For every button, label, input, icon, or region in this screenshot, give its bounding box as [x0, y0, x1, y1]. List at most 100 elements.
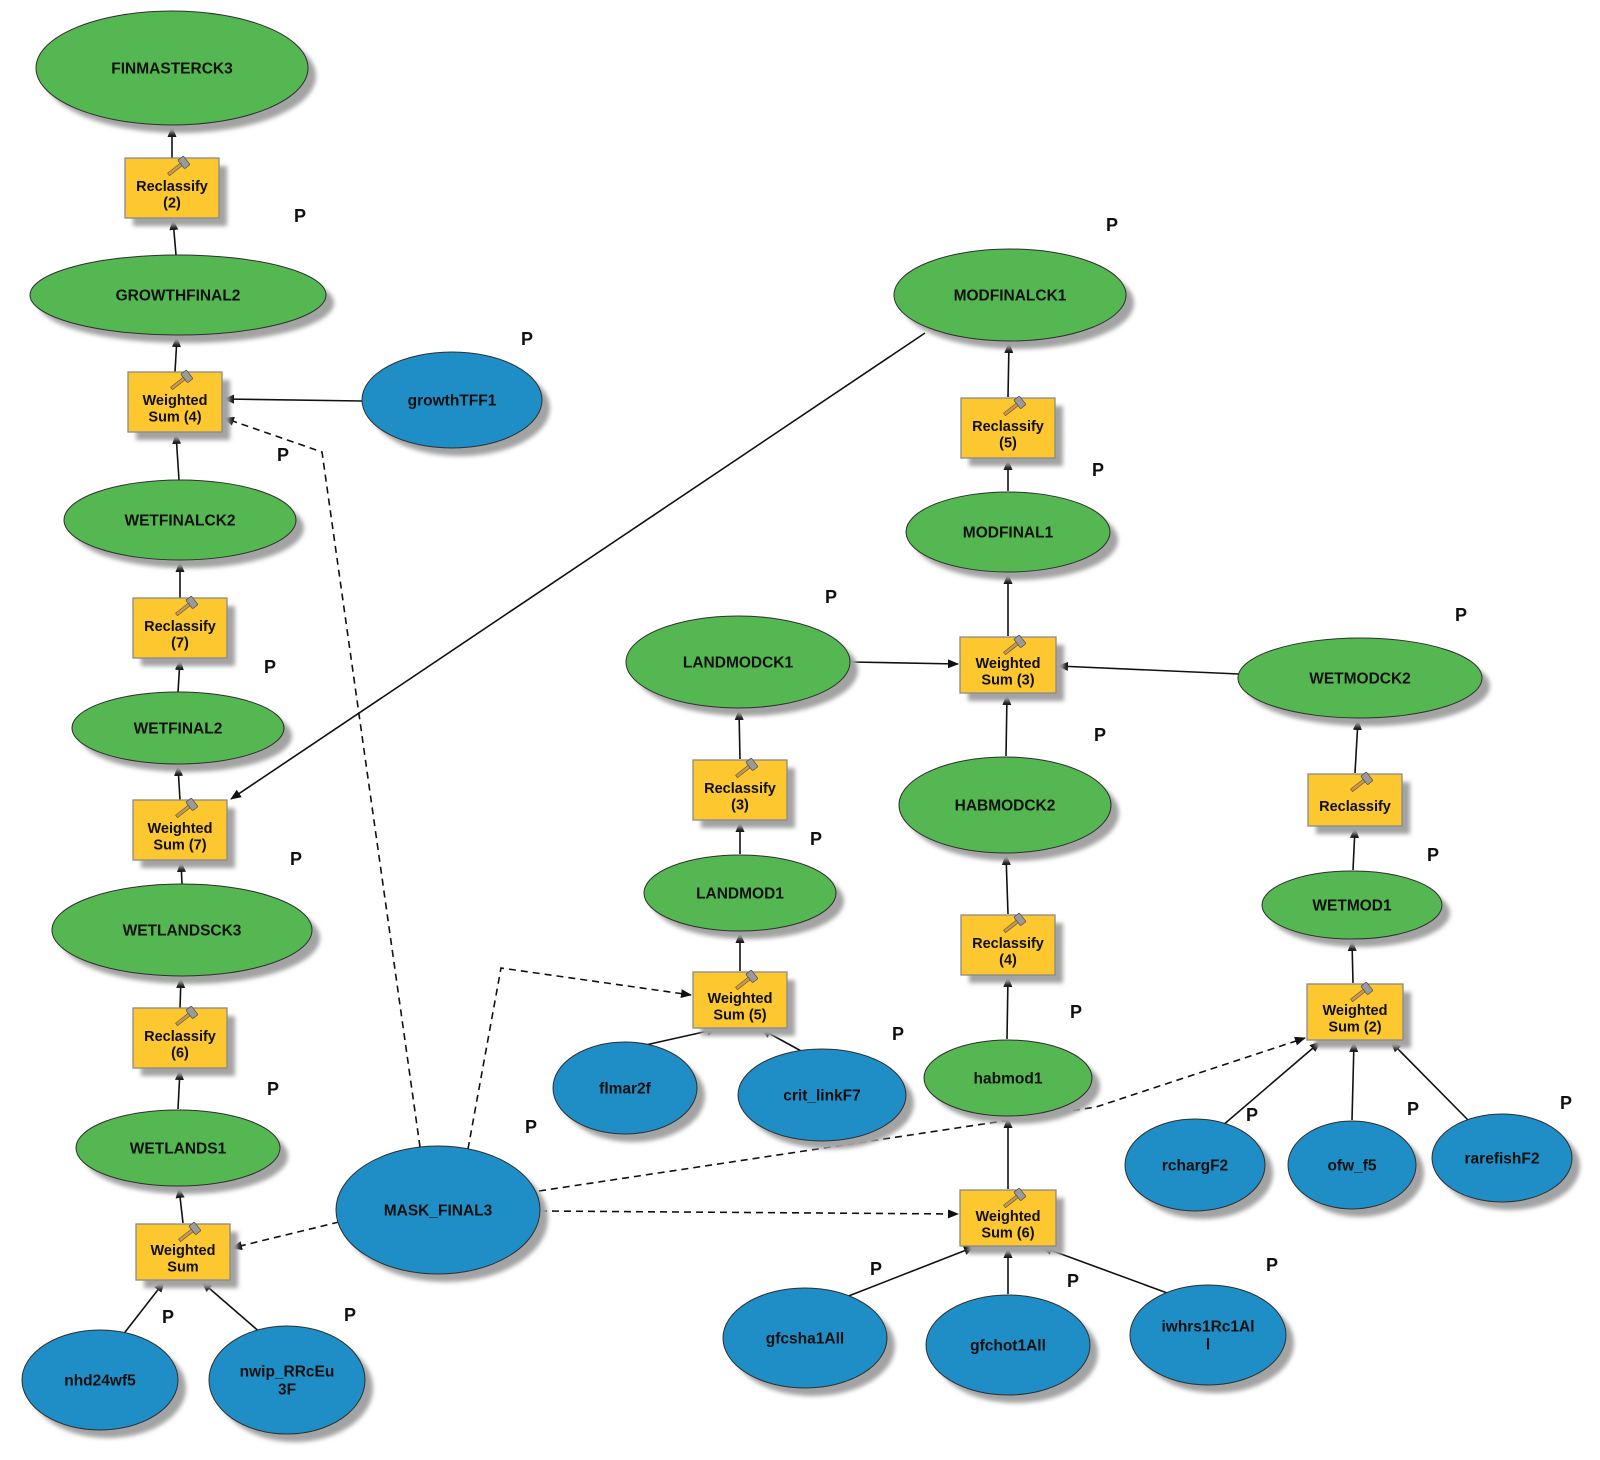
parameter-label-nwip-rrceu3f: P [344, 1305, 356, 1325]
hammer-icon [170, 369, 193, 391]
reclassify-7[interactable]: Reclassify(7) [132, 595, 235, 666]
edge-wetmodck2-to-weighted-sum-3 [1057, 661, 1240, 675]
ofw-f5[interactable]: ofw_f5 [1287, 1120, 1424, 1217]
wetlands1[interactable]: WETLANDS1 [75, 1109, 288, 1194]
habmodck2-shape [898, 756, 1112, 854]
parameter-label-reclassify-6: P [267, 1079, 279, 1099]
reclassify-2[interactable]: Reclassify(2) [124, 155, 227, 226]
landmodck1[interactable]: LANDMODCK1 [625, 615, 858, 716]
weighted-sum-2-box [1306, 983, 1404, 1041]
habmod1[interactable]: habmod1 [923, 1039, 1100, 1124]
hammer-icon [735, 969, 758, 991]
parameter-label-modfinalck1: P [1106, 215, 1118, 235]
hammer-icon [1350, 771, 1373, 793]
reclassify-6-label: Reclassify(6) [144, 1029, 216, 1062]
wetlandsck3[interactable]: WETLANDSCK3 [51, 883, 320, 984]
habmodck2[interactable]: HABMODCK2 [898, 756, 1119, 861]
parameter-label-weighted-sum-7: P [290, 849, 302, 869]
parameter-label-rarefishf2: P [1560, 1093, 1572, 1113]
reclassify-box [1307, 773, 1403, 827]
rarefishf2-label: rarefishF2 [1465, 1150, 1540, 1167]
parameter-label-ofw-f5: P [1407, 1099, 1419, 1119]
growthtff1-shape [361, 351, 543, 449]
nhd24wf5[interactable]: nhd24wf5 [21, 1329, 186, 1438]
reclassify-6[interactable]: Reclassify(6) [132, 1005, 235, 1076]
weighted-sum-5-box [692, 971, 788, 1029]
mask-final3[interactable]: MASK_FINAL3 [335, 1145, 548, 1282]
edge-landmodck1-to-weighted-sum-3 [850, 659, 959, 669]
reclassify-5[interactable]: Reclassify(5) [960, 395, 1063, 466]
reclassify-4[interactable]: Reclassify(4) [960, 912, 1063, 983]
landmod1-label: LANDMOD1 [696, 885, 784, 902]
gfchot1all-label: gfchot1All [970, 1337, 1046, 1354]
wetfinalck2-shape [63, 479, 297, 561]
reclassify[interactable]: Reclassify [1307, 771, 1410, 834]
rarefishf2[interactable]: rarefishF2 [1431, 1113, 1580, 1210]
rchargf2[interactable]: rchargF2 [1124, 1118, 1273, 1219]
gfcsha1all-label: gfcsha1All [766, 1330, 844, 1347]
reclassify-3[interactable]: Reclassify(3) [692, 757, 795, 828]
edge-mask-final3-to-weighted-sum-4 [223, 417, 421, 1148]
reclassify-4-box [960, 914, 1056, 976]
growthfinal2[interactable]: GROWTHFINAL2 [29, 254, 334, 343]
parameter-label-growthtff1: P [521, 329, 533, 349]
hammer-icon [175, 595, 198, 617]
weighted-sum-4-box [127, 371, 223, 433]
growthfinal2-shape [29, 254, 327, 336]
flmar2f[interactable]: flmar2f [552, 1041, 705, 1142]
wetfinal2-label: WETFINAL2 [134, 720, 223, 737]
gfcsha1all-shape [722, 1287, 888, 1389]
nodes: FINMASTERCK3GROWTHFINAL2WETFINALCK2WETFI… [21, 10, 1580, 1442]
growthtff1-label: growthTFF1 [408, 392, 497, 409]
ofw-f5-label: ofw_f5 [1327, 1157, 1376, 1174]
finmasterck3[interactable]: FINMASTERCK3 [35, 10, 316, 133]
wetfinalck2[interactable]: WETFINALCK2 [63, 479, 304, 568]
edge-weighted-sum-2-to-wetmod1 [1347, 940, 1357, 984]
growthfinal2-label: GROWTHFINAL2 [116, 287, 241, 304]
hammer-icon [1003, 912, 1026, 934]
parameter-label-rchargf2: P [1246, 1105, 1258, 1125]
hammer-icon [1003, 395, 1026, 417]
edge-rarefishf2-to-weighted-sum-2 [1390, 1041, 1471, 1123]
ofw-f5-shape [1287, 1120, 1417, 1210]
gfcsha1all[interactable]: gfcsha1All [722, 1287, 895, 1396]
growthtff1[interactable]: growthTFF1 [361, 351, 550, 456]
edge-nwip-rrceu3f-to-weighted-sum [201, 1281, 263, 1335]
wetlandsck3-shape [51, 883, 313, 977]
wetmodck2[interactable]: WETMODCK2 [1237, 637, 1490, 726]
crit-linkf7[interactable]: crit_linkF7 [737, 1048, 914, 1149]
gfchot1all[interactable]: gfchot1All [925, 1294, 1098, 1403]
flmar2f-label: flmar2f [599, 1080, 652, 1097]
wetlands1-shape [75, 1109, 281, 1187]
wetlands1-label: WETLANDS1 [130, 1140, 227, 1157]
edge-growthtff1-to-weighted-sum-4 [223, 394, 363, 404]
landmod1[interactable]: LANDMOD1 [643, 854, 844, 939]
parameter-label-crit-linkf7: P [892, 1024, 904, 1044]
wetmod1[interactable]: WETMOD1 [1261, 870, 1450, 947]
edge-reclassify-to-wetmodck2 [1352, 719, 1362, 774]
crit-linkf7-label: crit_linkF7 [783, 1087, 861, 1104]
wetfinal2[interactable]: WETFINAL2 [71, 691, 292, 772]
landmodck1-shape [625, 615, 851, 709]
modfinalck1[interactable]: MODFINALCK1 [893, 248, 1134, 349]
hammer-icon [178, 1221, 201, 1243]
wetmod1-label: WETMOD1 [1312, 897, 1392, 914]
modfinal1[interactable]: MODFINAL1 [905, 491, 1118, 580]
parameter-label-modfinal1: P [1092, 460, 1104, 480]
